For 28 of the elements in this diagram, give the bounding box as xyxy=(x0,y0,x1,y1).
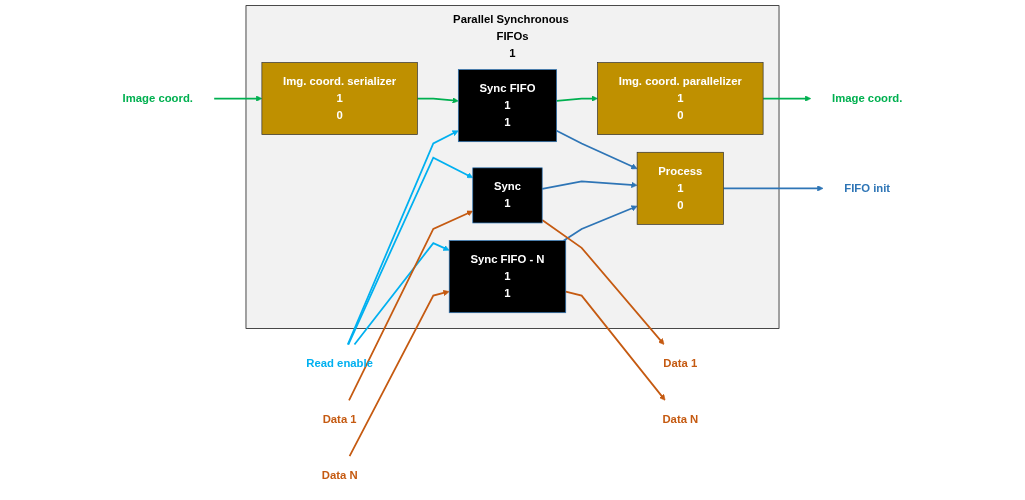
node-box: Img. coord. serializer 1 0 xyxy=(261,62,418,135)
node-box: Sync 1 xyxy=(472,167,543,224)
arrow xyxy=(762,95,812,102)
node-box: Sync FIFO 1 1 xyxy=(457,69,557,143)
node-text: FIFO init xyxy=(844,181,891,194)
node-text: Image coord. xyxy=(122,92,193,105)
node-text: Image coord. xyxy=(832,92,903,105)
node-box: Sync FIFO - N 1 1 xyxy=(448,240,567,314)
arrow xyxy=(722,185,824,192)
arrow xyxy=(213,95,263,102)
node-text: Data N xyxy=(321,468,358,481)
node-text: Data 1 xyxy=(322,413,357,426)
arrow xyxy=(416,97,459,104)
node-box: Process 1 0 xyxy=(636,151,724,225)
arrow xyxy=(555,129,638,170)
node-text: Data 1 xyxy=(663,357,698,370)
arrow xyxy=(346,130,459,346)
arrow xyxy=(353,242,450,346)
node-box: Img. coord. parallelizer 1 0 xyxy=(597,62,764,135)
arrow xyxy=(555,95,598,102)
node-text: Data N xyxy=(662,413,699,426)
arrow xyxy=(541,180,638,190)
arrow xyxy=(348,289,450,458)
arrow xyxy=(541,219,665,345)
arrow xyxy=(562,205,638,242)
arrow xyxy=(348,210,474,402)
arrow xyxy=(347,156,474,346)
arrow xyxy=(564,290,666,401)
